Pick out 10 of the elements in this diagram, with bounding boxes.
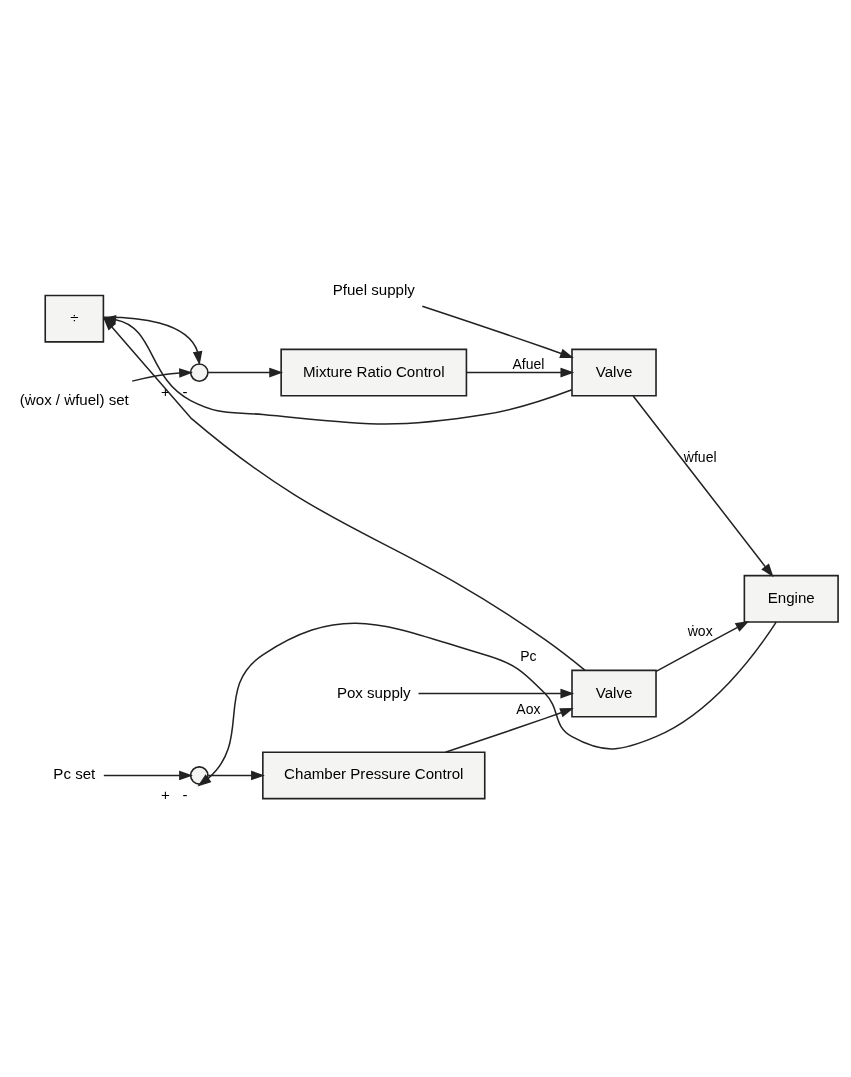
edge-label: ẇfuel — [683, 448, 717, 465]
edge-label: Afuel — [512, 355, 545, 372]
node-label: + - — [161, 785, 188, 803]
node-text: Pfuel supply — [332, 280, 415, 298]
node-text: Pc set — [53, 764, 96, 782]
edge-label: Aox — [516, 700, 541, 717]
edge-label: ẇox — [687, 622, 713, 639]
edge-label: Pc — [520, 647, 537, 664]
node-text: (ẇox / ẇfuel) set — [19, 390, 129, 408]
node-text: Pox supply — [336, 683, 411, 701]
